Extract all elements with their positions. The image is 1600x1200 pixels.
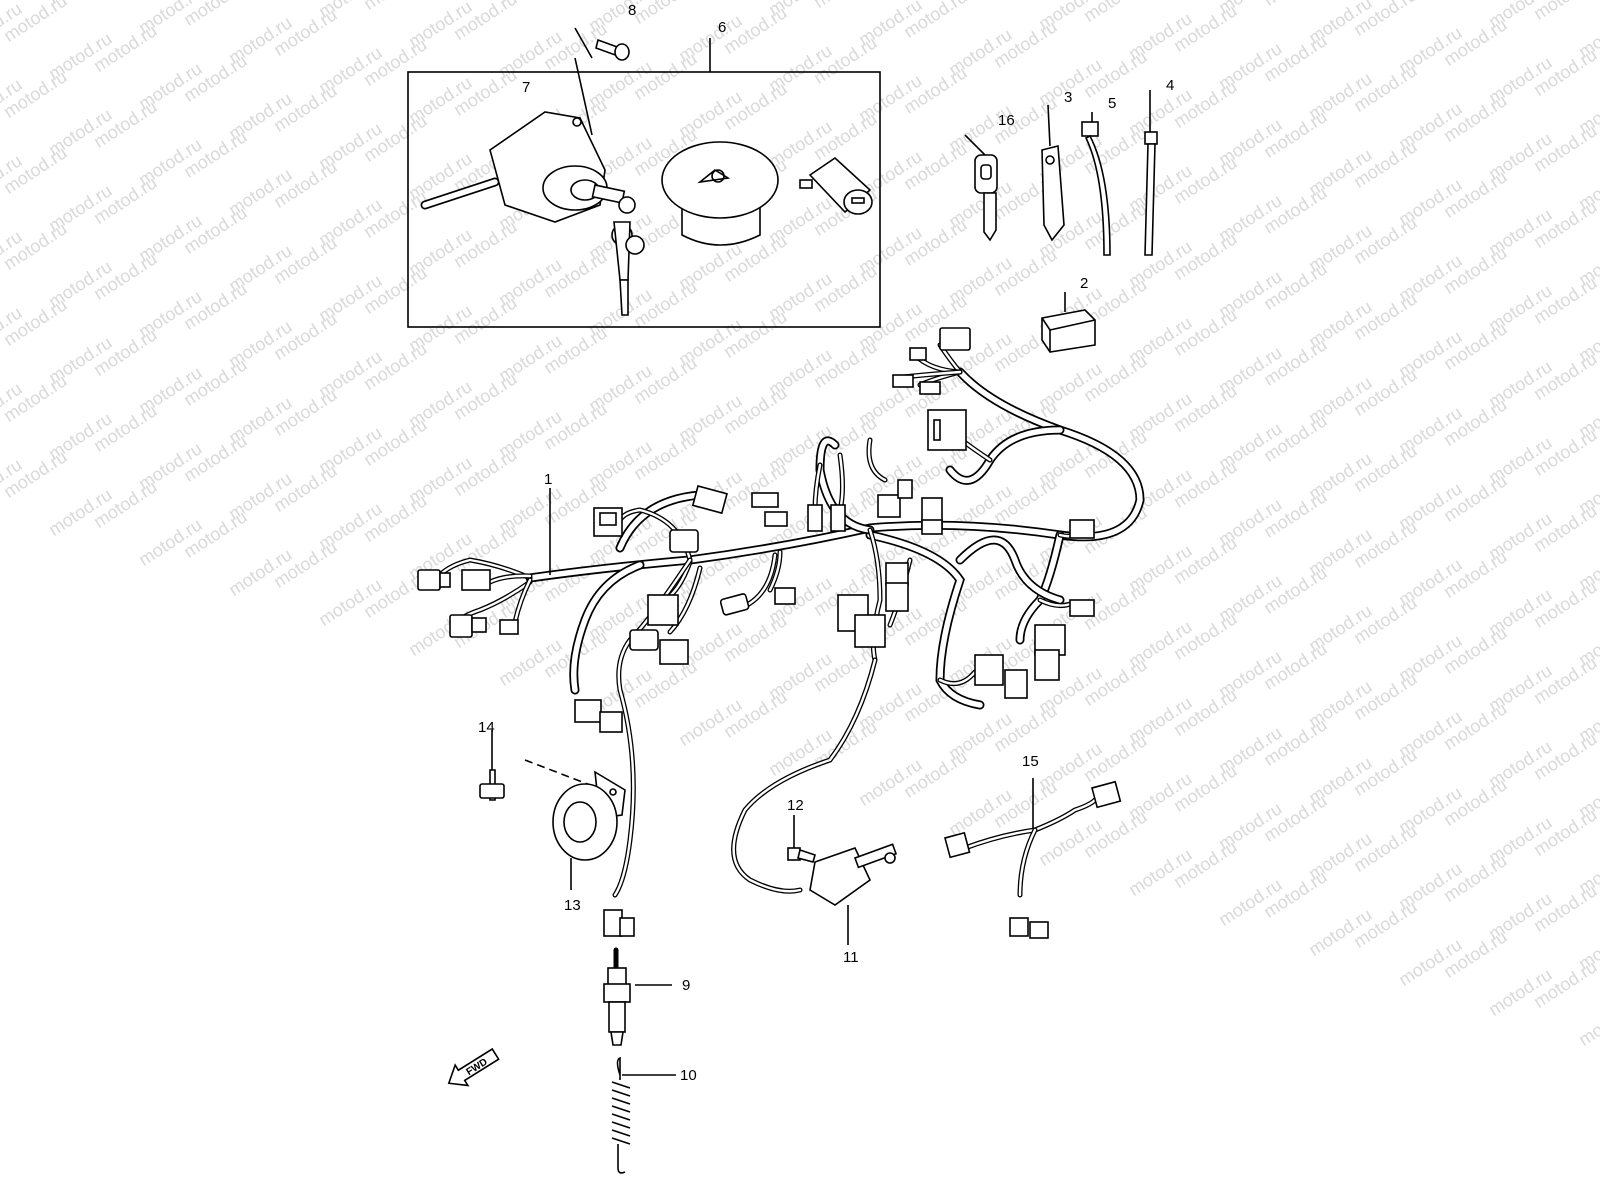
bolt-12 [787, 815, 816, 863]
horn-13 [552, 770, 626, 890]
callout-8: 8 [628, 2, 636, 19]
callout-2: 2 [1080, 275, 1088, 292]
callout-5: 5 [1108, 95, 1116, 112]
screw-8 [595, 38, 630, 61]
callout-15: 15 [1022, 753, 1039, 770]
callout-3: 3 [1064, 89, 1072, 106]
ignition-switch [420, 27, 645, 316]
callout-11: 11 [843, 949, 859, 966]
callout-9: 9 [682, 977, 690, 994]
key-16 [964, 134, 998, 242]
ignition-set-box [407, 71, 881, 328]
callout-13: 13 [564, 897, 581, 914]
sub-harness-15 [944, 778, 1122, 939]
callout-6: 6 [718, 19, 726, 36]
fuel-cap [661, 141, 779, 246]
spring-10 [611, 1056, 676, 1174]
callout-14: 14 [478, 719, 495, 736]
holder-3 [1041, 104, 1065, 242]
callout-16: 16 [998, 112, 1015, 129]
main-wiring-harness [417, 327, 1145, 898]
clamp-5 [1081, 112, 1111, 256]
callout-10: 10 [680, 1067, 697, 1084]
switch-11 [809, 843, 898, 945]
callout-7: 7 [522, 79, 530, 96]
sensor-9 [603, 909, 672, 1046]
callout-1: 1 [544, 471, 552, 488]
relay-2 [1041, 292, 1096, 353]
fwd-arrow-icon: FWD [447, 1047, 500, 1087]
callout-4: 4 [1166, 77, 1174, 94]
lock-cylinder [799, 156, 873, 215]
callout-12: 12 [787, 797, 804, 814]
cable-tie-4 [1144, 90, 1158, 256]
